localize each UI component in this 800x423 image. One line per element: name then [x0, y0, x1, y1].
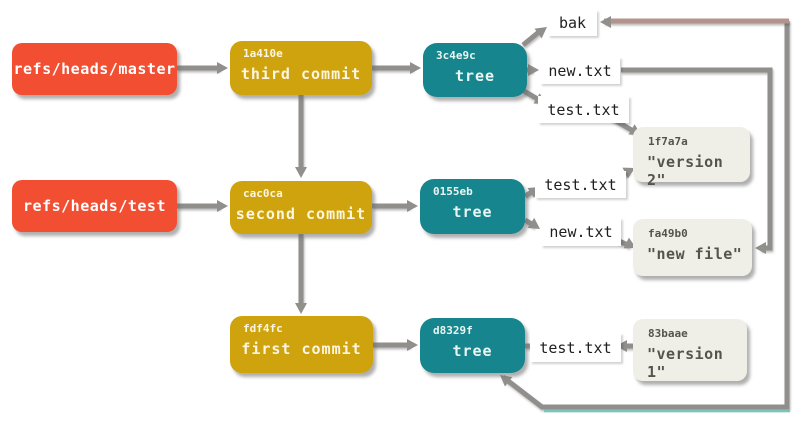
blob-box-1f7a7a: 1f7a7a "version 2"	[633, 127, 750, 189]
edge-bak-loop-to-tree3	[501, 21, 790, 410]
arrow-into-fa49b0-left	[623, 237, 636, 249]
tree-hash: d8329f	[433, 324, 473, 337]
tree-label: tree	[454, 67, 496, 85]
arrow-into-fa49b0-right	[755, 242, 766, 254]
arrow-into-newtxt-mid-label	[527, 217, 540, 229]
file-label-testtxt-top: test.txt	[538, 96, 629, 123]
commit-box-second: cac0ca second commit	[230, 181, 372, 234]
arrow-into-bak-label-right	[600, 16, 611, 28]
ref-test-label: refs/heads/test	[23, 197, 166, 215]
arrow-into-newtxt-top-label	[528, 64, 539, 76]
tree-label: tree	[452, 203, 493, 221]
blob-box-83baae: 83baae "version 1"	[633, 319, 747, 381]
blob-content: "version 1"	[647, 345, 724, 381]
arrow-into-tree3	[407, 339, 418, 351]
tree-box-3c4e9c: 3c4e9c tree	[423, 43, 527, 97]
blob-hash: 83baae	[648, 327, 688, 340]
commit-box-first: fdf4fc first commit	[230, 316, 373, 373]
blob-hash: fa49b0	[648, 227, 688, 240]
blob-content: "new file"	[647, 245, 743, 263]
commit-label: third commit	[240, 65, 362, 83]
edge-tree1-to-bak	[521, 29, 542, 47]
arrow-into-second-commit	[217, 200, 228, 212]
tree-hash: 3c4e9c	[436, 49, 476, 62]
arrow-into-second-commit-top	[295, 167, 307, 178]
file-label-testtxt-bottom: test.txt	[530, 333, 621, 362]
blob-box-fa49b0: fa49b0 "new file"	[633, 219, 752, 276]
commit-hash: 1a410e	[243, 47, 283, 60]
arrow-into-testtxt-bottom-label	[616, 340, 627, 352]
arrow-into-first-commit-top	[295, 303, 307, 314]
commit-label: first commit	[241, 340, 362, 358]
blob-hash: 1f7a7a	[648, 135, 688, 148]
arrow-into-bak-label	[534, 27, 547, 39]
commit-hash: cac0ca	[243, 187, 283, 200]
blob-content: "version 2"	[647, 153, 724, 189]
file-label-bak: bak	[548, 10, 597, 36]
tree-box-d8329f: d8329f tree	[420, 318, 525, 373]
arrow-into-tree1	[410, 62, 421, 74]
ref-box-master: refs/heads/master	[12, 43, 177, 95]
file-label-newtxt-mid: new.txt	[541, 218, 621, 246]
commit-box-third: 1a410e third commit	[230, 41, 372, 95]
arrow-into-1f7a7a-bottom	[622, 167, 635, 179]
tree-label: tree	[452, 342, 493, 360]
tree-box-0155eb: 0155eb tree	[420, 179, 525, 234]
arrowheads	[217, 16, 766, 387]
commit-label: second commit	[235, 205, 367, 223]
ref-master-label: refs/heads/master	[13, 60, 176, 78]
tree-hash: 0155eb	[433, 185, 473, 198]
arrow-into-tree2	[407, 200, 418, 212]
arrow-into-tree3-bottom	[500, 375, 513, 387]
arrow-into-third-commit	[217, 62, 228, 74]
file-label-testtxt-mid: test.txt	[535, 171, 626, 198]
commit-hash: fdf4fc	[243, 322, 283, 335]
file-label-newtxt-top: new.txt	[540, 57, 620, 84]
ref-box-test: refs/heads/test	[12, 180, 177, 232]
